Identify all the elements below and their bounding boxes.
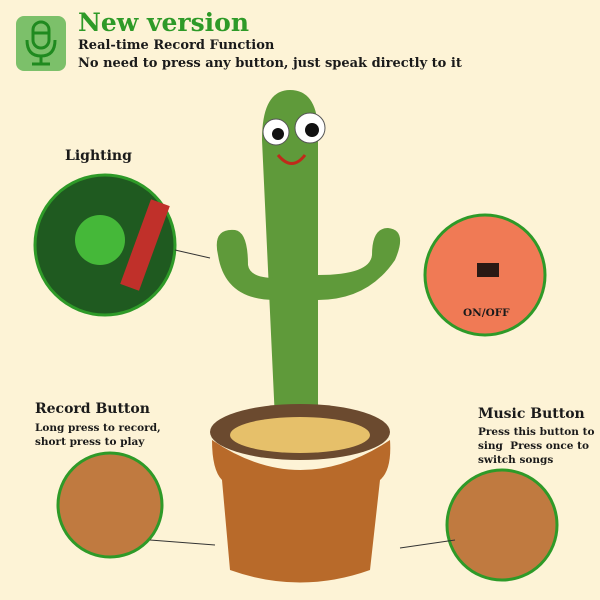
pot — [210, 404, 391, 583]
on-off-label: ON/OFF — [463, 307, 510, 319]
subtitle: Real-time Record Function — [78, 38, 275, 53]
music-button-title: Music Button — [478, 406, 585, 422]
music-button-line2: sing Press once to — [478, 440, 589, 452]
record-button-image — [56, 451, 216, 559]
music-button-image — [399, 468, 559, 582]
title: New version — [78, 8, 250, 37]
record-button-line2: short press to play — [35, 436, 145, 448]
lighting-image — [33, 173, 211, 317]
description: No need to press any button, just speak … — [78, 56, 462, 71]
music-button-line3: switch songs — [478, 454, 554, 466]
record-button-line1: Long press to record, — [35, 422, 161, 434]
microphone-icon — [16, 16, 66, 71]
switch-image — [423, 213, 547, 337]
lighting-label: Lighting — [65, 148, 132, 164]
music-button-line1: Press this button to — [478, 426, 595, 438]
cactus-toy — [216, 90, 401, 420]
record-button-title: Record Button — [35, 401, 150, 417]
